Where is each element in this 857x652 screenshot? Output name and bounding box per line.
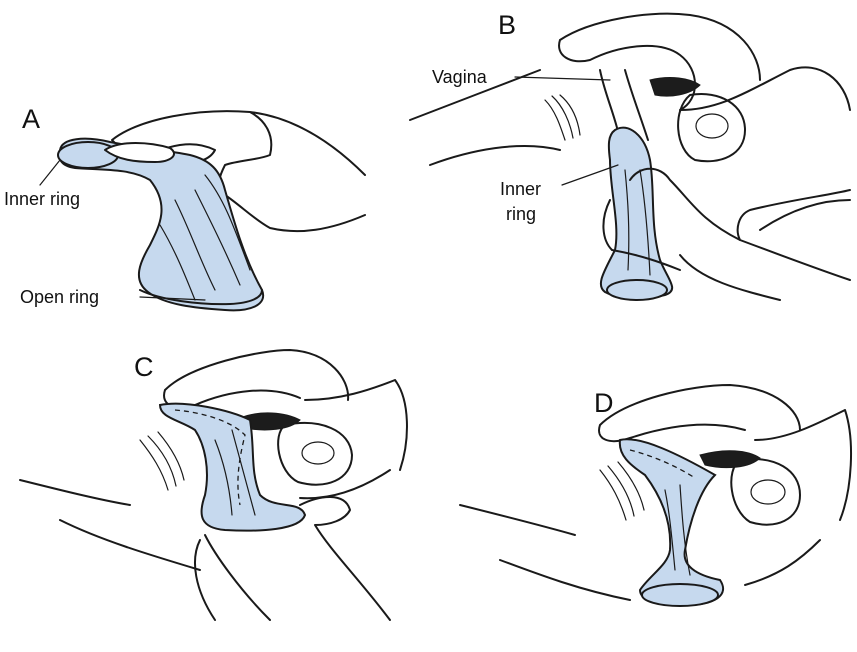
panel-b-inner-oval [696,114,728,138]
panel-c-drawing [20,350,407,620]
panel-letter-d: D [594,388,614,419]
panel-letter-c: C [134,352,154,383]
panel-c-hair [140,432,184,490]
panel-b-inner-ring-leader [562,165,618,185]
panel-a-drawing [40,111,365,310]
open-ring-label: Open ring [20,286,99,308]
panel-b-dark-area [650,78,700,97]
panel-d-inner-oval [751,480,785,504]
panel-d-dark-area [700,451,760,468]
panel-b-vagina-leader [515,77,610,80]
inner-ring-label-b-line1: Inner [500,178,541,200]
panel-d-outer-ring [642,584,718,606]
panel-b-drawing [410,14,850,300]
panel-c-uterus [278,423,352,485]
vagina-label: Vagina [432,66,487,88]
panel-letter-a: A [22,104,40,135]
panel-a-inner-ring-leader [40,160,60,185]
panel-b-condom [601,128,672,299]
panel-b-open-ring [607,280,667,300]
panel-d-uterus [731,459,800,525]
panel-b-hair [545,95,580,140]
panel-d-drawing [460,385,851,606]
panel-letter-b: B [498,10,516,41]
inner-ring-label-a: Inner ring [4,188,80,210]
panel-a-inner-ring [58,142,118,168]
panel-c-inner-oval [302,442,334,464]
inner-ring-label-b-line2: ring [506,203,536,225]
